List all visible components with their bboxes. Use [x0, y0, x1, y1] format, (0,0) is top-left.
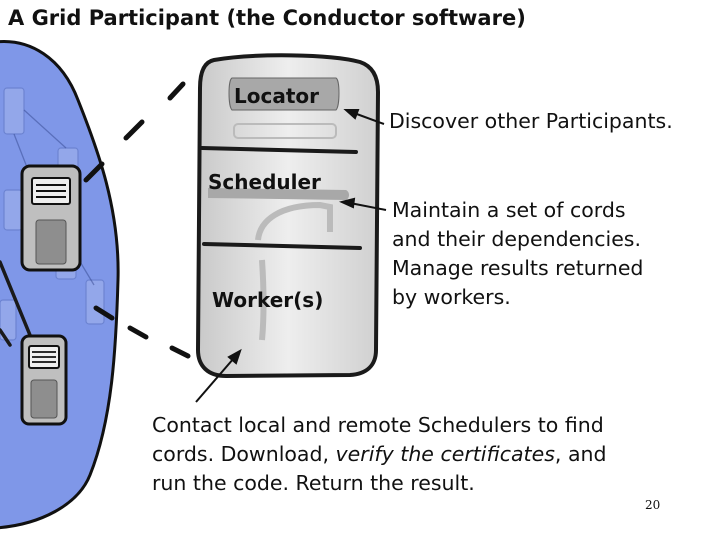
slide-title: A Grid Participant (the Conductor softwa… — [8, 6, 526, 30]
cloud-links — [0, 260, 34, 347]
worker-callout: Contact local and remote Schedulers to f… — [152, 411, 607, 498]
scheduler-callout-line: and their dependencies. — [392, 227, 642, 251]
worker-callout-line-1: Contact local and remote Schedulers to f… — [152, 413, 604, 437]
scheduler-callout-line: Maintain a set of cords — [392, 198, 626, 222]
scheduler-callout-line: Manage results returned — [392, 256, 644, 280]
worker-callout-text: , and — [554, 442, 607, 466]
worker-label: Worker(s) — [212, 288, 324, 312]
pointer-arrows — [195, 109, 387, 403]
locator-callout: Discover other Participants. — [389, 109, 673, 133]
worker-callout-text: cords. Download, — [152, 442, 336, 466]
locator-label: Locator — [234, 84, 319, 108]
scheduler-callout-line: by workers. — [392, 285, 511, 309]
cloud-server-2 — [20, 334, 68, 426]
conductor-server — [195, 53, 381, 379]
scheduler-label: Scheduler — [208, 170, 321, 194]
cloud-server-1 — [20, 164, 82, 272]
worker-callout-line-2: cords. Download, verify the certificates… — [152, 440, 607, 469]
worker-callout-line-3: run the code. Return the result. — [152, 471, 475, 495]
zoom-lines — [83, 81, 191, 359]
divider-scheduler-worker — [202, 242, 362, 250]
worker-callout-emphasis: verify the certificates — [335, 442, 555, 466]
divider-locator-scheduler — [200, 146, 358, 154]
page-number: 20 — [645, 498, 661, 512]
scheduler-callout: Maintain a set of cords and their depend… — [392, 196, 643, 312]
